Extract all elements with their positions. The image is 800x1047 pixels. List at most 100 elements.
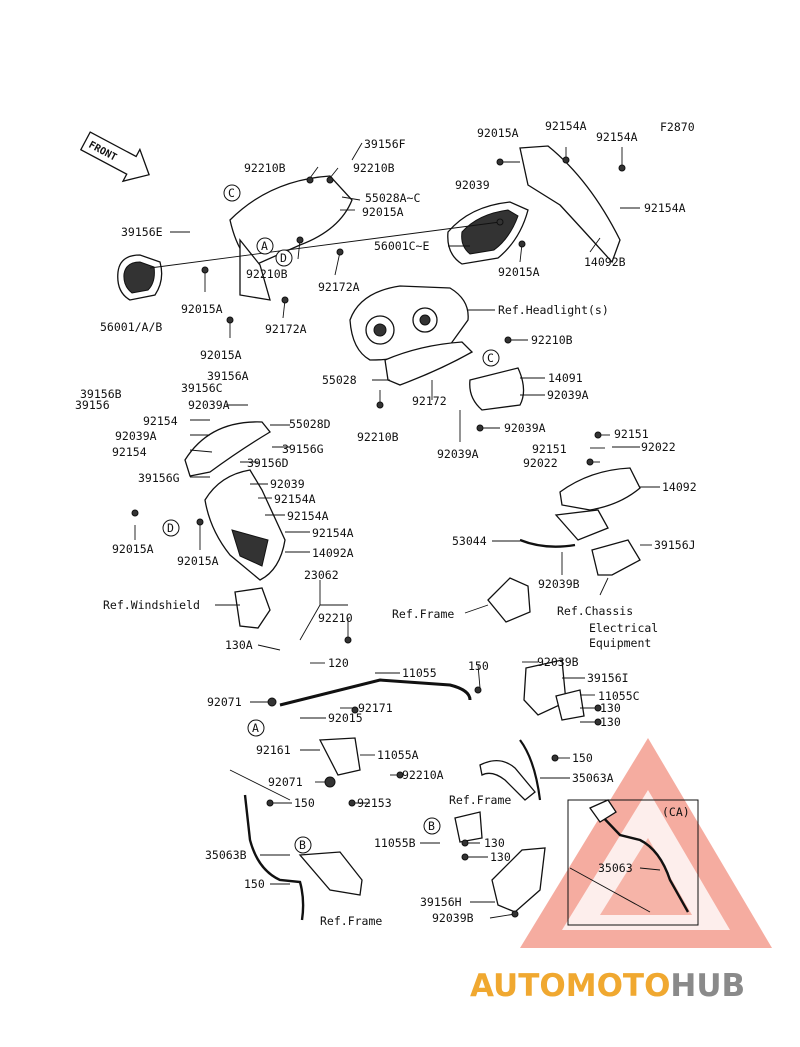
part-label: Equipment (589, 636, 651, 650)
part-label: Electrical (589, 621, 658, 635)
svg-text:C: C (487, 351, 494, 365)
part-label: 92039B (537, 655, 579, 669)
part-label: Ref.Headlight(s) (498, 303, 609, 317)
figure-code: F2870 (660, 120, 695, 134)
part-label: 92153 (357, 796, 392, 810)
part-label: 39156 (75, 398, 110, 412)
windshield-bracket (234, 587, 271, 629)
svg-text:AUTOMOTOHUB: AUTOMOTOHUB (470, 968, 745, 1004)
part-label: 92154A (287, 509, 329, 523)
part-label: 14092A (312, 546, 354, 560)
svg-text:A: A (252, 721, 259, 735)
part-label: 92171 (358, 701, 393, 715)
part-label: 39156E (121, 225, 163, 239)
part-label: 92039A (188, 398, 230, 412)
part-label: 11055C (598, 689, 640, 703)
part-labels: 39156F 92210B 92210B 92015A 92154A 92154… (75, 119, 697, 928)
part-label: 92151 (614, 427, 649, 441)
part-label: 35063A (572, 771, 614, 785)
part-label: 92015A (181, 302, 223, 316)
part-label: 92172A (318, 280, 360, 294)
bracket-11055b (454, 811, 483, 843)
part-label: 92022 (523, 456, 558, 470)
part-label: 92015A (177, 554, 219, 568)
part-label: 92022 (641, 440, 676, 454)
part-label: 92210 (318, 611, 353, 625)
svg-text:C: C (228, 186, 235, 200)
part-label: 92039A (437, 447, 479, 461)
svg-text:B: B (299, 838, 306, 852)
headlight-assembly (349, 285, 469, 361)
stay-35063b (243, 794, 305, 921)
part-label: 130 (600, 715, 621, 729)
svg-text:A: A (261, 239, 268, 253)
part-label: Ref.Windshield (103, 598, 200, 612)
cowl-right-side (519, 145, 621, 264)
part-label: 92210B (246, 267, 288, 281)
part-label: 56001/A/B (100, 320, 162, 334)
part-label: 92154 (112, 445, 147, 459)
svg-text:B: B (428, 819, 435, 833)
part-label: 11055A (377, 748, 419, 762)
part-label: 92015 (328, 711, 363, 725)
bracket-11055a (318, 737, 361, 776)
callout-c-middle: C (482, 349, 500, 367)
part-label: 92151 (532, 442, 567, 456)
part-label: 92210B (244, 161, 286, 175)
frame-block-ref (487, 577, 531, 623)
part-label: 92015A (362, 205, 404, 219)
part-label: 35063 (598, 861, 633, 875)
part-label: 14092 (662, 480, 697, 494)
callout-d-upper: D (275, 249, 293, 267)
part-label: 39156G (138, 471, 180, 485)
part-label: 92210A (402, 768, 444, 782)
part-label: 92039 (270, 477, 305, 491)
part-label: 23062 (304, 568, 339, 582)
part-label: Ref.Frame (392, 607, 454, 621)
panel-14091 (469, 367, 525, 411)
part-label: 92015A (498, 265, 540, 279)
svg-text:D: D (167, 521, 174, 535)
part-label: Ref.Frame (449, 793, 511, 807)
part-label: 150 (244, 877, 265, 891)
callout-b-left: B (294, 836, 312, 854)
part-label: Ref.Frame (320, 914, 382, 928)
panel-39156h (491, 847, 546, 913)
part-label: 130 (490, 850, 511, 864)
part-label: 39156A (207, 369, 249, 383)
ca-detail-box (567, 799, 699, 926)
watermark-text-auto: AUTO (470, 968, 566, 1004)
part-label: 92161 (256, 743, 291, 757)
part-label: 92039B (432, 911, 474, 925)
front-arrow-icon: FRONT (79, 131, 150, 183)
svg-text:D: D (280, 251, 287, 265)
part-label: 92154A (274, 492, 316, 506)
part-label: 92015A (200, 348, 242, 362)
part-label: 92154A (596, 130, 638, 144)
frame-bracket-lower (298, 851, 363, 896)
watermark-text-hub: HUB (670, 968, 745, 1004)
bracket-11055c (555, 689, 585, 721)
trim-53044 (519, 538, 576, 548)
part-label: 150 (294, 796, 315, 810)
part-label: 92172 (412, 394, 447, 408)
part-label: 130 (600, 701, 621, 715)
part-label: 11055 (402, 666, 437, 680)
fasteners (131, 156, 626, 918)
part-label: 92015A (477, 126, 519, 140)
part-label: 39156G (282, 442, 324, 456)
part-label: 92210B (353, 161, 395, 175)
panel-39156i (523, 659, 567, 716)
part-label: 92210B (531, 333, 573, 347)
part-label: 92015A (112, 542, 154, 556)
callout-ca: (CA) (662, 805, 690, 819)
fairing-14092a (204, 469, 286, 581)
callout-a-lower: A (247, 719, 265, 737)
part-label: 55028D (289, 417, 331, 431)
part-label: 92039B (538, 577, 580, 591)
part-label: 92154 (143, 414, 178, 428)
part-label: 92154A (644, 201, 686, 215)
callout-c-upper: C (223, 184, 241, 202)
part-label: 92071 (207, 695, 242, 709)
